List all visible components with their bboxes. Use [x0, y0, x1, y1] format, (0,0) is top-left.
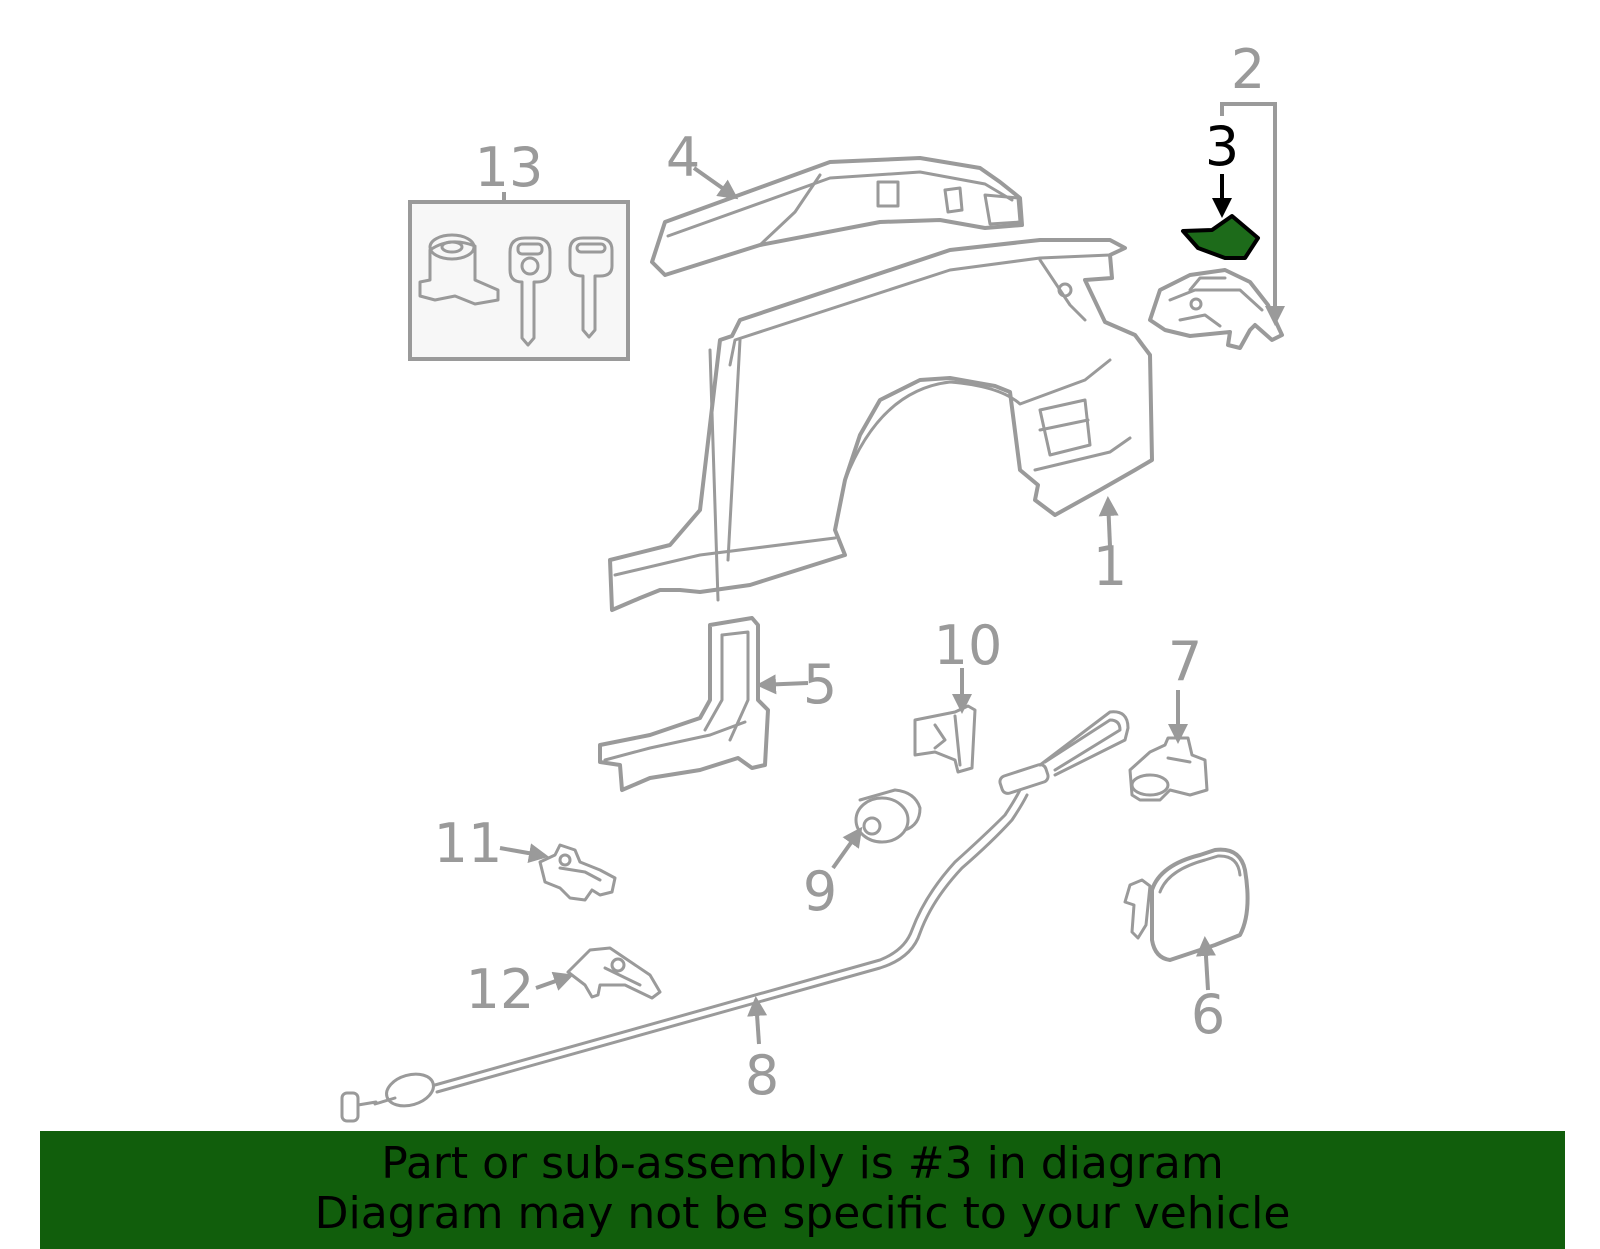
info-banner: Part or sub-assembly is #3 in diagram Di… — [40, 1131, 1565, 1249]
key-icon — [568, 236, 614, 339]
part-7-housing[interactable] — [1128, 736, 1209, 802]
part-10-bracket[interactable] — [913, 704, 977, 774]
lock-cylinder-icon — [418, 233, 500, 306]
part-2-extension-assembly[interactable] — [1148, 268, 1284, 350]
part-5-pillar[interactable] — [598, 616, 770, 792]
callout-8[interactable]: 8 — [745, 1044, 779, 1107]
part-11-latch[interactable] — [538, 843, 617, 902]
part-1-quarter-panel[interactable] — [608, 238, 1154, 612]
callout-9[interactable]: 9 — [803, 860, 837, 923]
part-12-bracket[interactable] — [566, 946, 662, 1000]
part-13-key-lock-set[interactable] — [408, 200, 630, 361]
callout-1[interactable]: 1 — [1093, 535, 1127, 598]
callout-5[interactable]: 5 — [803, 653, 837, 716]
key-icon — [508, 236, 552, 347]
banner-line-2: Diagram may not be specific to your vehi… — [314, 1188, 1291, 1239]
part-8-cable[interactable] — [340, 710, 1130, 1123]
callout-7[interactable]: 7 — [1168, 630, 1202, 693]
callout-3[interactable]: 3 — [1205, 115, 1239, 178]
part-6-fuel-door[interactable] — [1123, 847, 1250, 962]
callout-2[interactable]: 2 — [1231, 38, 1265, 101]
part-4-rail[interactable] — [650, 156, 1024, 277]
part-9-grommet[interactable] — [854, 788, 922, 844]
callout-12[interactable]: 12 — [466, 958, 535, 1021]
part-3-highlighted[interactable] — [1181, 214, 1260, 260]
banner-line-1: Part or sub-assembly is #3 in diagram — [381, 1138, 1224, 1189]
callout-10[interactable]: 10 — [934, 614, 1003, 677]
callout-11[interactable]: 11 — [434, 812, 503, 875]
callout-6[interactable]: 6 — [1191, 983, 1225, 1046]
callout-13[interactable]: 13 — [475, 136, 544, 199]
callout-4[interactable]: 4 — [666, 126, 700, 189]
callout-labels: 1 2 3 4 5 6 7 8 9 10 11 12 13 — [434, 38, 1266, 1107]
callout-leaders — [499, 102, 1285, 1045]
